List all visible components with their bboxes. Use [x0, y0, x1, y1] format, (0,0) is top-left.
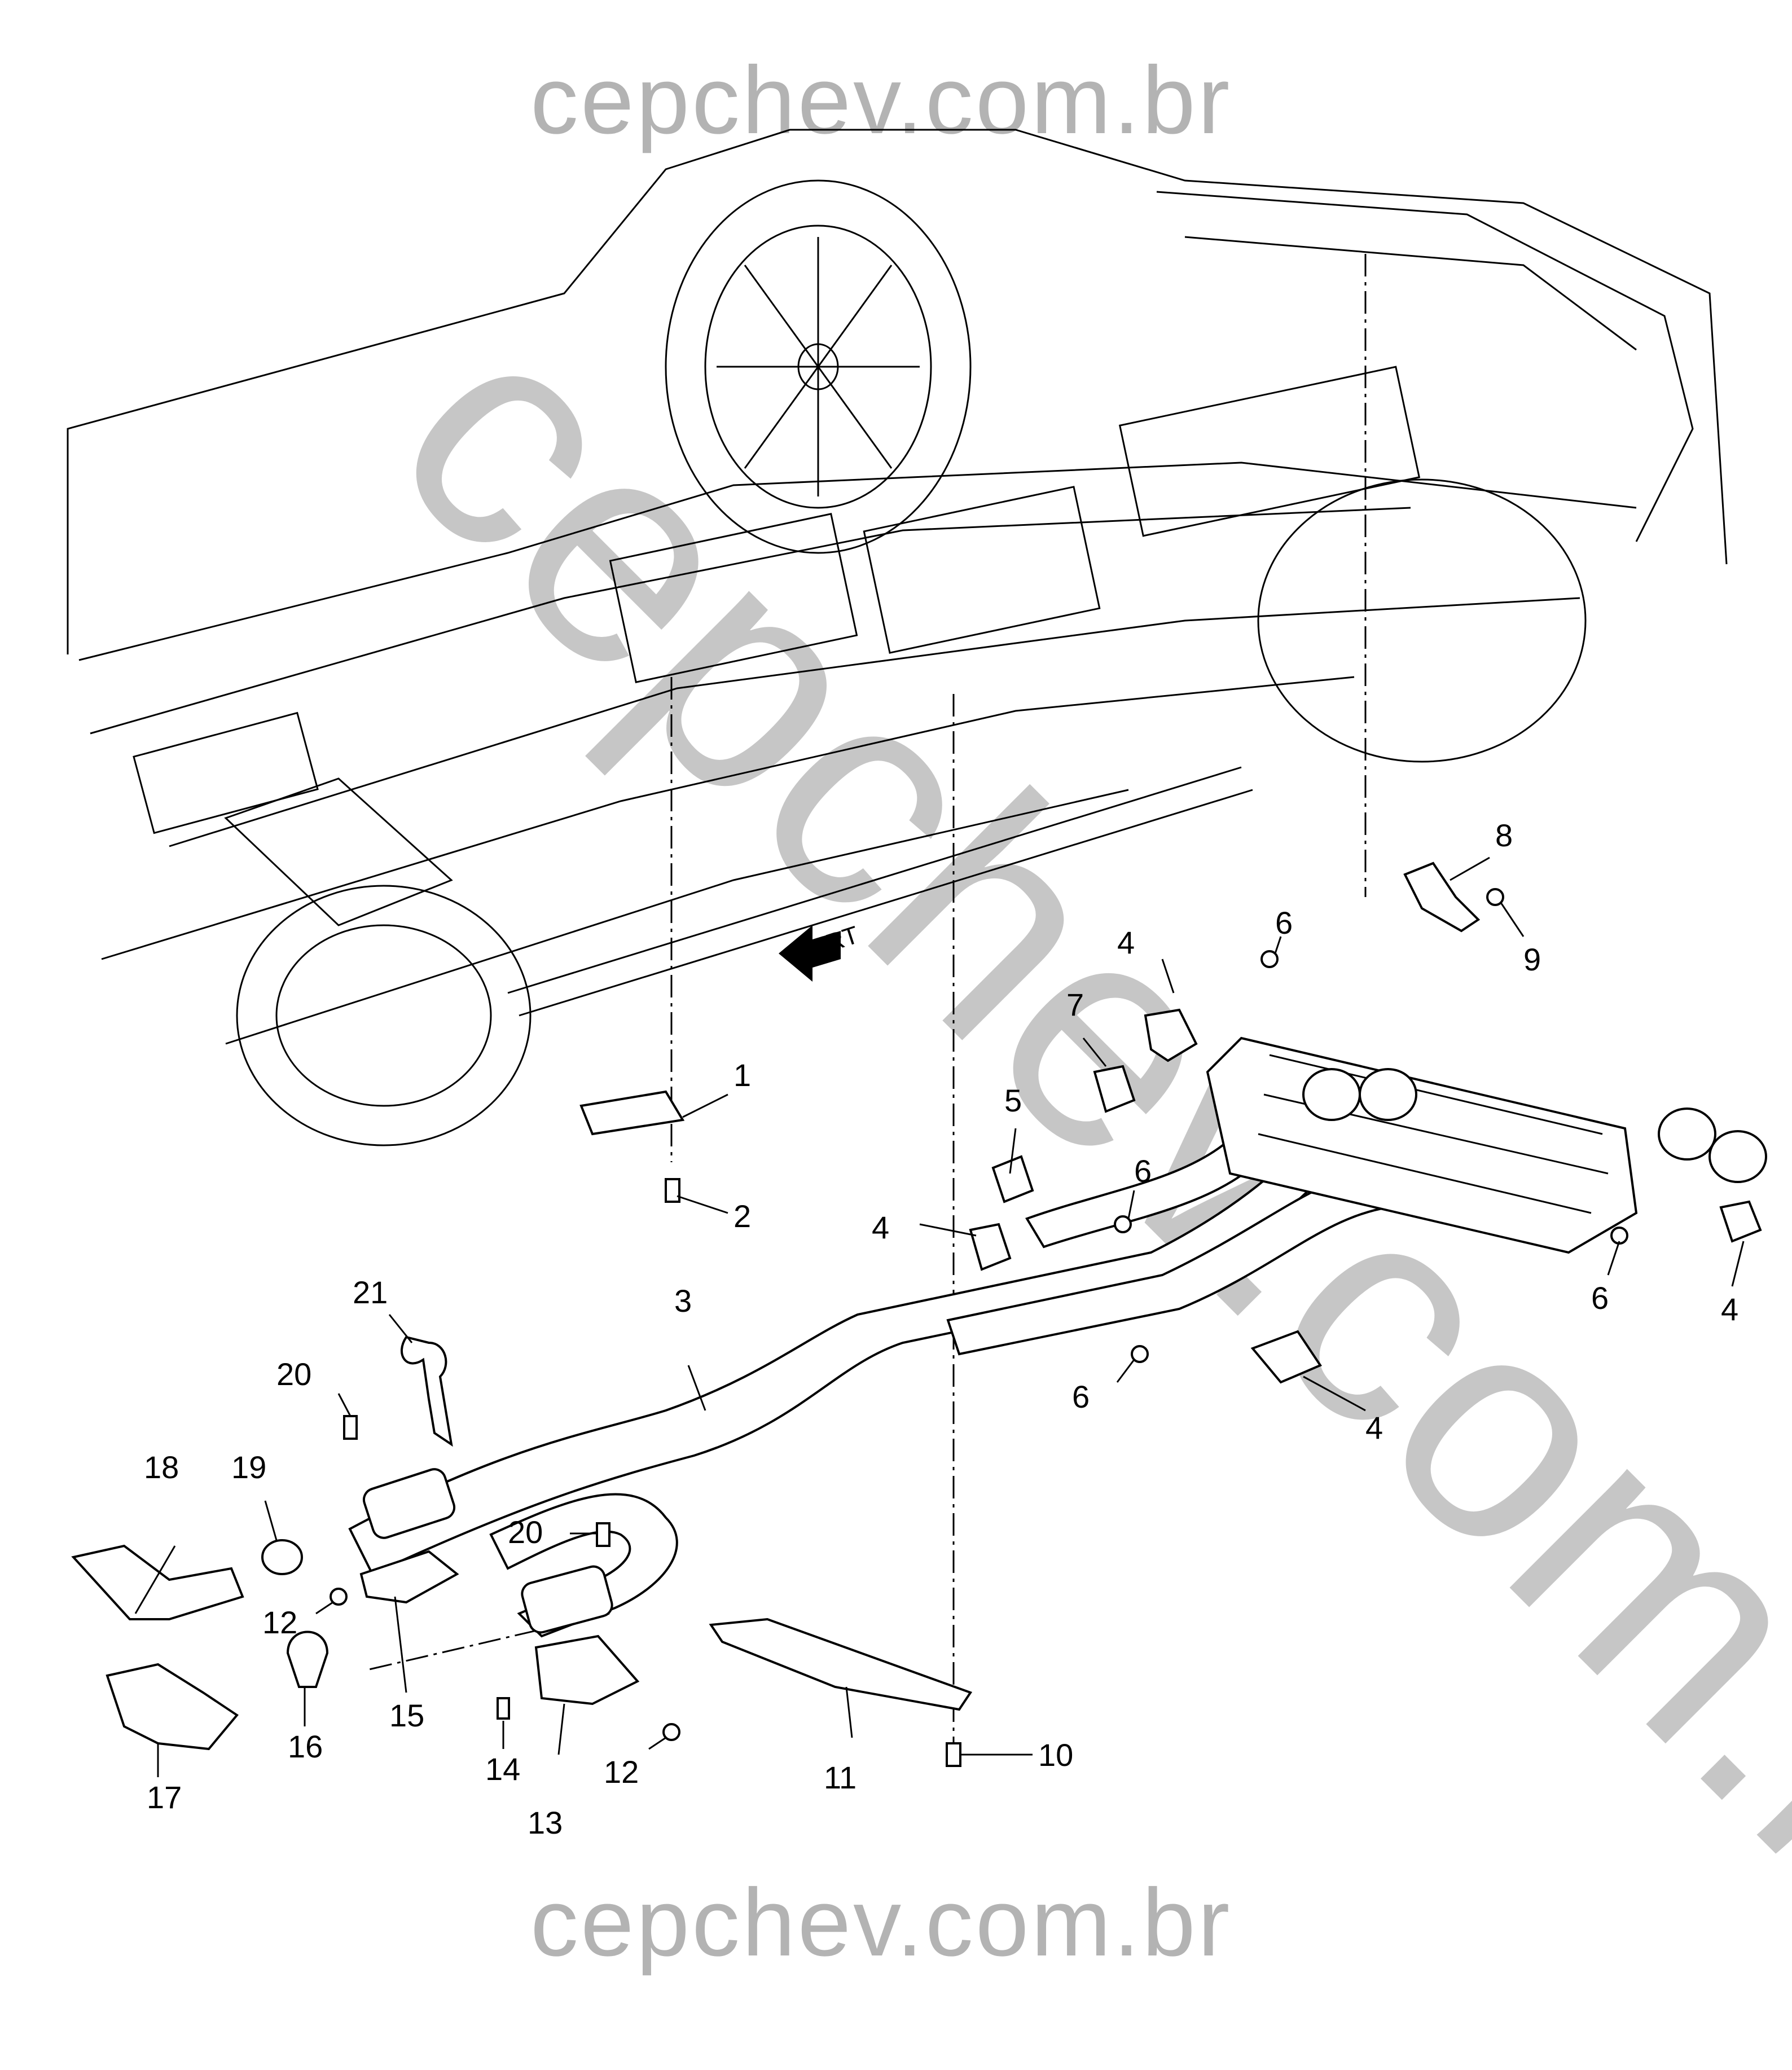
callout-19: 19: [231, 1449, 266, 1485]
callout-8: 8: [1495, 818, 1513, 853]
part-4-insulator-c: [1719, 1200, 1762, 1243]
callout-11: 11: [824, 1760, 857, 1795]
part-7-hanger: [1093, 1065, 1136, 1113]
part-12-nut-a: [330, 1588, 348, 1606]
watermark-top: cepchev.com.br: [530, 47, 1232, 154]
part-8-bracket: [1403, 862, 1481, 933]
watermark-bottom: cepchev.com.br: [530, 1869, 1232, 1976]
small-parts: [71, 862, 1762, 1767]
callout-6a: 6: [1275, 905, 1293, 940]
muffler-assembly: [1206, 1036, 1767, 1254]
part-14-stud: [497, 1697, 510, 1720]
callout-1: 1: [734, 1057, 751, 1093]
part-2-bolt: [665, 1178, 680, 1203]
callout-4b: 4: [872, 1210, 889, 1245]
callout-3: 3: [674, 1283, 692, 1319]
callout-9: 9: [1523, 942, 1541, 977]
part-21-oxygen-sensor: [400, 1335, 453, 1447]
part-5-hanger: [991, 1155, 1034, 1203]
callout-7: 7: [1066, 987, 1084, 1022]
exhaust-pipe-assembly: [348, 1115, 1395, 1638]
leader-lines: [134, 856, 1745, 1777]
callout-14: 14: [485, 1751, 520, 1787]
callout-13: 13: [528, 1805, 563, 1840]
rear-wheel: [665, 179, 972, 554]
exhaust-system-diagram: FRT: [67, 129, 1767, 1840]
part-12-nut-b: [662, 1723, 680, 1741]
tailpipe-left-2: [1359, 1068, 1417, 1121]
callout-20b: 20: [508, 1514, 543, 1550]
callout-12a: 12: [262, 1605, 297, 1640]
part-20-bolt-a: [343, 1415, 358, 1440]
front-direction-label: FRT: [808, 921, 862, 962]
tailpipe-right-1: [1658, 1107, 1716, 1161]
callout-6d: 6: [1591, 1280, 1609, 1316]
tailpipe-left-1: [1302, 1068, 1361, 1121]
callout-5: 5: [1004, 1083, 1022, 1118]
vehicle-underbody: FRT: [67, 129, 1728, 1146]
part-6-nut-b: [1114, 1215, 1132, 1233]
callout-12b: 12: [604, 1754, 639, 1790]
part-4-insulator-a: [1144, 1008, 1198, 1062]
part-20-bolt-b: [596, 1522, 610, 1547]
callout-4d: 4: [1365, 1410, 1383, 1445]
callout-labels: 1 2 3 4 4 4 4 5 6 6 6 6 7 8 9 10 11 12 1…: [144, 818, 1738, 1840]
callout-20a: 20: [276, 1356, 311, 1392]
part-6-nut-c: [1131, 1345, 1149, 1363]
part-11-heat-shield: [709, 1618, 973, 1711]
part-16-gasket: [286, 1630, 329, 1688]
callout-6b: 6: [1134, 1153, 1152, 1189]
tailpipe-right-2: [1708, 1130, 1767, 1183]
part-6-nut-d: [1610, 1227, 1628, 1245]
part-17-converter: [106, 1663, 239, 1751]
part-15-heat-shield: [359, 1550, 459, 1604]
callout-4a: 4: [1117, 925, 1135, 960]
callout-18: 18: [144, 1449, 179, 1485]
front-direction-arrow: [779, 925, 841, 982]
part-4-insulator-d: [1250, 1330, 1322, 1384]
front-wheel: [236, 885, 532, 1146]
callout-6c: 6: [1072, 1379, 1090, 1414]
callout-15: 15: [389, 1698, 424, 1733]
part-1-bracket: [579, 1090, 685, 1136]
part-18-converter: [71, 1544, 244, 1620]
callout-10: 10: [1038, 1737, 1073, 1773]
part-19-gasket: [261, 1539, 303, 1575]
part-9-nut: [1486, 888, 1504, 906]
part-4-insulator-b: [969, 1223, 1012, 1271]
callout-2: 2: [734, 1198, 751, 1234]
callout-17: 17: [147, 1779, 182, 1815]
callout-16: 16: [288, 1729, 323, 1764]
callout-4c: 4: [1721, 1291, 1738, 1327]
part-13-heat-shield: [534, 1634, 640, 1706]
callout-21: 21: [353, 1274, 388, 1310]
part-10-bolt: [946, 1742, 961, 1767]
part-6-nut-a: [1260, 950, 1279, 968]
